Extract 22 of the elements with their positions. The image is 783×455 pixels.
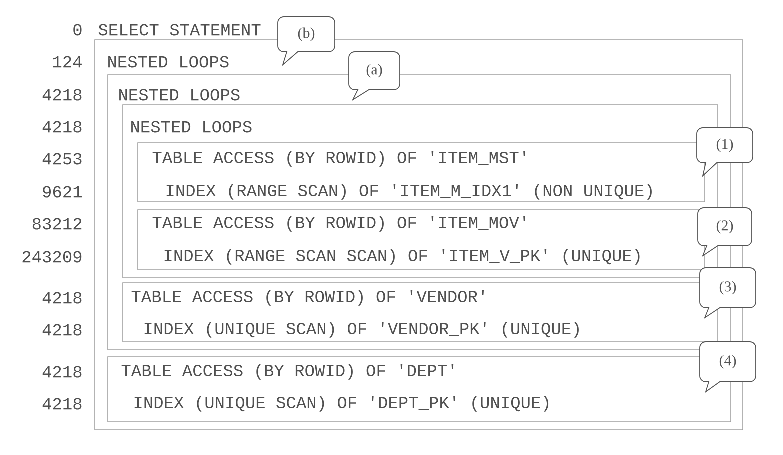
row-count: 4218	[42, 292, 82, 304]
row-count: 4218	[42, 89, 82, 101]
row-count: 0	[74, 24, 82, 36]
row-count: 4218	[42, 121, 82, 133]
callout-bubble: (1)	[696, 128, 754, 176]
plan-box: TABLE ACCESS (BY ROWID) OF 'ITEM_MOV' INDEX (RANGE SCAN SCAN) OF 'ITEM_V_PK' (UNIQUE)	[138, 210, 706, 270]
callout-bubble: (4)	[700, 342, 756, 392]
callout-bubble: (3)	[700, 268, 756, 318]
callout-bubble: (a)	[348, 52, 400, 100]
row-count: 4218	[42, 398, 82, 410]
plan-box: TABLE ACCESS (BY ROWID) OF 'VENDOR' INDEX (UNIQUE SCAN) OF 'VENDOR_PK' (UNIQUE)	[122, 282, 718, 342]
row-count: 124	[53, 56, 82, 68]
plan-box: TABLE ACCESS (BY ROWID) OF 'ITEM_MST' INDEX (RANGE SCAN) OF 'ITEM_M_IDX1' (NON UNIQUE)	[138, 142, 706, 202]
row-count: 83212	[32, 218, 82, 230]
statement-text: SELECT STATEMENT	[98, 24, 261, 36]
row-count: 4218	[42, 366, 82, 378]
row-count: 4218	[42, 324, 82, 336]
row-count: 243209	[22, 251, 82, 263]
row-count: 9621	[43, 186, 82, 198]
callout-bubble: (b)	[278, 16, 336, 66]
row-count: 4253	[42, 153, 82, 165]
callout-bubble: (2)	[698, 208, 752, 256]
